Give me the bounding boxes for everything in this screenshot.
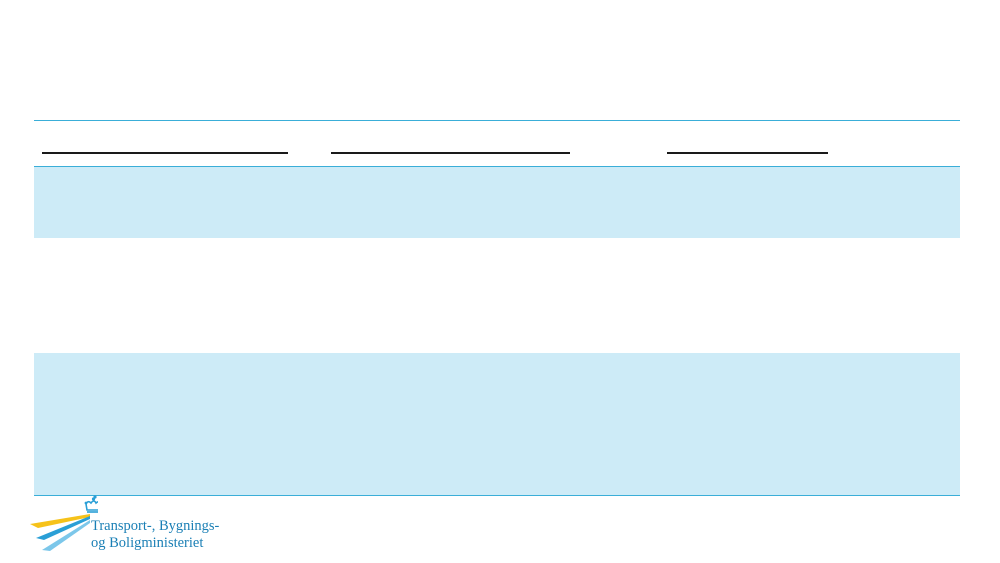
crown-swoosh-icon (30, 495, 98, 551)
logo-text-line-1: Transport-, Bygnings- (91, 518, 220, 534)
logo-text-line-2: og Boligministeriet (91, 535, 204, 551)
table-header-rule (34, 166, 960, 167)
logo-text: Transport-, Bygnings- og Boligministerie… (91, 518, 219, 552)
column-header-3-underline (667, 152, 828, 154)
ministry-logo: Transport-, Bygnings- og Boligministerie… (28, 494, 238, 556)
table-row-shaded-2 (34, 353, 960, 495)
table-top-rule (34, 120, 960, 121)
table (34, 120, 960, 496)
table-bottom-rule (34, 495, 960, 496)
column-header-1-underline (42, 152, 288, 154)
table-row-shaded-1 (34, 167, 960, 238)
column-header-2-underline (331, 152, 570, 154)
